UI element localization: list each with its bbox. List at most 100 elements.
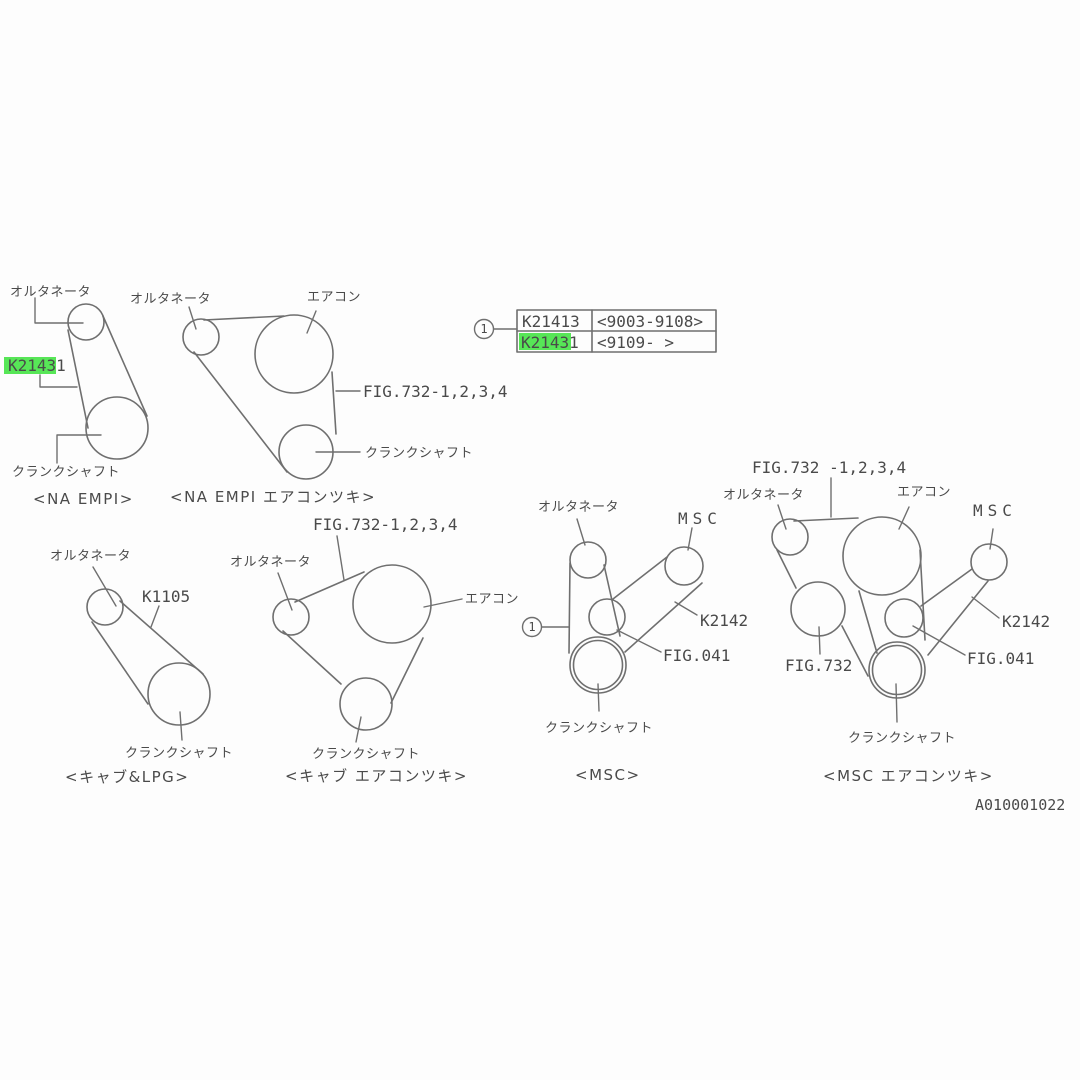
diagram-msc: 1 オルタネータ MSC K2142 FIG.041 クランクシャフト <MSC… [521, 500, 748, 784]
table-applicability-range: <9003-9108> [597, 312, 703, 331]
leader-line [150, 605, 160, 628]
figure-reference: FIG.041 [663, 646, 730, 665]
leader-line [687, 527, 693, 551]
belt-line [294, 571, 365, 603]
alternator-pulley [86, 588, 124, 626]
msc-label: MSC [973, 501, 1017, 520]
alternator-label: オルタネータ [50, 549, 131, 564]
leader-line [989, 528, 994, 550]
aircon-pulley [352, 564, 432, 644]
figure-reference: FIG.732 -1,2,3,4 [752, 458, 906, 477]
idler-pulley [588, 598, 626, 636]
diagram-carb-lpg: オルタネータ K1105 クランクシャフト <キャブ&LPG> [50, 549, 233, 786]
alternator-label: オルタネータ [723, 488, 804, 503]
part-callout-table: 1 K21413 <9003-9108> K21431 <9109- > [473, 309, 717, 353]
leader-line [92, 566, 117, 607]
alternator-pulley [182, 318, 220, 356]
diagram-caption: <NA EMPI> [33, 490, 134, 508]
leader-line [34, 297, 84, 324]
belt-part-number: K1105 [142, 587, 190, 606]
belt-part-number: K2142 [1002, 612, 1050, 631]
crankshaft-pulley [868, 641, 926, 699]
part-number-highlight [519, 333, 571, 350]
aircon-pulley [254, 314, 334, 394]
diagram-caption: <MSC> [575, 766, 641, 784]
belt-line [331, 371, 337, 435]
crankshaft-label: クランクシャフト [125, 746, 233, 761]
leader-line [895, 683, 898, 723]
msc-pulley [970, 543, 1008, 581]
crankshaft-pulley [339, 677, 393, 731]
aircon-label: エアコン [897, 485, 951, 500]
crankshaft-label: クランクシャフト [365, 446, 473, 461]
diagram-na-empi: オルタネータ K21431 クランクシャフト <NA EMPI> [4, 285, 149, 508]
belt-line [390, 637, 424, 704]
figure-reference: FIG.732-1,2,3,4 [363, 382, 508, 401]
table-applicability-range: <9109- > [597, 333, 674, 352]
belt-line [793, 517, 859, 522]
crankshaft-pulley-inner [572, 639, 624, 691]
belt-line [927, 580, 989, 656]
figure-reference: FIG.041 [967, 649, 1034, 668]
belt-line [776, 549, 797, 589]
leader-line [971, 596, 1000, 619]
leader-line [39, 374, 78, 388]
msc-label: MSC [678, 509, 722, 528]
belt-line [102, 315, 148, 417]
belt-line [919, 549, 926, 641]
alternator-pulley [771, 518, 809, 556]
belt-part-number: K21431 [8, 356, 66, 375]
diagram-caption: <キャブ&LPG> [65, 768, 189, 786]
belt-line [603, 564, 621, 637]
leader-line [597, 683, 600, 712]
alternator-pulley [569, 541, 607, 579]
belt-line [841, 625, 869, 677]
belt-line [91, 621, 149, 705]
belt-line [119, 600, 204, 675]
belt-line [203, 315, 285, 321]
figure-reference: FIG.732-1,2,3,4 [313, 515, 458, 534]
crankshaft-label: クランクシャフト [312, 747, 420, 762]
belt-line [193, 351, 288, 473]
leader-line [355, 716, 362, 743]
belt-line [920, 568, 973, 607]
diagram-caption: <キャブ エアコンツキ> [285, 767, 468, 785]
leader-line [336, 535, 345, 581]
leader-line [777, 504, 787, 530]
belt-line [67, 329, 89, 429]
belt-part-number: K2142 [700, 611, 748, 630]
crankshaft-pulley [147, 662, 211, 726]
idler-pulley [884, 598, 924, 638]
leader-line [616, 629, 662, 653]
leader-line [306, 310, 317, 334]
belt-line [568, 562, 571, 654]
belt-line [858, 590, 878, 654]
belt-line [282, 630, 342, 685]
aircon-label: エアコン [465, 592, 519, 607]
alternator-label: オルタネータ [10, 285, 91, 300]
alternator-pulley [272, 598, 310, 636]
leader-line [179, 711, 183, 741]
alternator-pulley [67, 303, 105, 341]
diagram-carb-aircon: FIG.732-1,2,3,4 オルタネータ エアコン クランクシャフト <キャ… [230, 515, 519, 785]
part-number-highlight [4, 357, 56, 374]
aircon-label: エアコン [307, 290, 361, 305]
diagram-msc-aircon: FIG.732 -1,2,3,4 オルタネータ エアコン MSC FIG.732… [723, 458, 1050, 785]
crankshaft-pulley-inner [871, 644, 923, 696]
leader-line [277, 572, 293, 611]
leader-line [674, 601, 698, 616]
ref-marker-circle [521, 616, 543, 638]
leader-line [423, 598, 463, 608]
leader-line [56, 434, 102, 464]
crankshaft-label: クランクシャフト [848, 731, 956, 746]
figure-reference: FIG.732 [785, 656, 852, 675]
leader-line [188, 306, 197, 330]
diagram-na-empi-aircon: オルタネータ エアコン FIG.732-1,2,3,4 クランクシャフト <NA… [130, 290, 508, 506]
alternator-label: オルタネータ [538, 500, 619, 515]
crankshaft-label: クランクシャフト [12, 465, 120, 480]
crankshaft-label: クランクシャフト [545, 721, 653, 736]
msc-pulley [664, 546, 704, 586]
leader-line [898, 506, 910, 530]
